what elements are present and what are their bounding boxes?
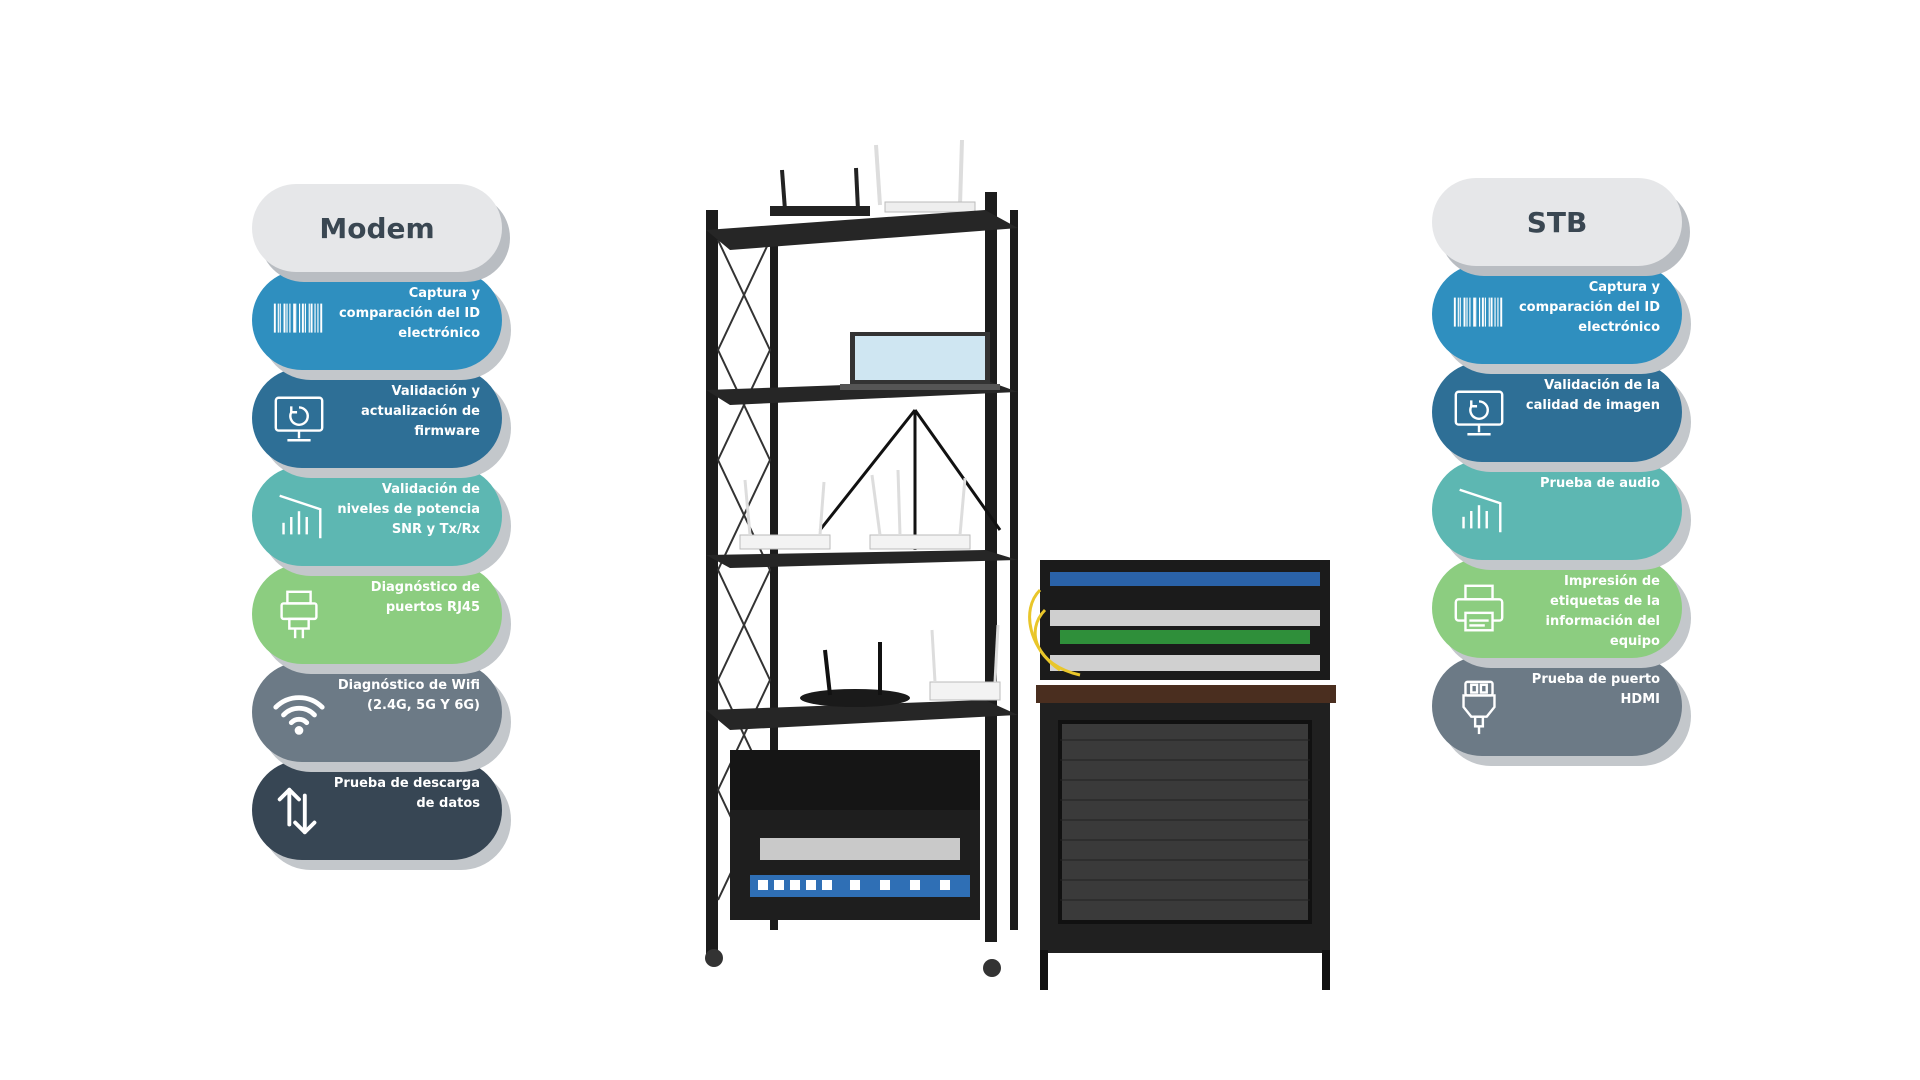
middle-routers [739, 469, 971, 550]
signal-bars-icon [270, 488, 328, 546]
modem-item: Validación de niveles de potencia SNR y … [252, 466, 502, 566]
modem-item-label: Prueba de descarga de datos [333, 776, 480, 811]
bottom-equipment [730, 750, 980, 920]
modem-item-label: Validación de niveles de potencia SNR y … [337, 482, 480, 537]
stb-item: Captura y comparación del ID electrónico [1432, 264, 1682, 364]
top-router [770, 206, 870, 216]
tripod [818, 409, 1002, 550]
stb-item: Prueba de audio [1432, 460, 1682, 560]
stb-title: STB [1526, 205, 1588, 239]
modem-item-label: Validación y actualización de firmware [361, 384, 480, 439]
modem-item: Prueba de descarga de datos [252, 760, 502, 860]
laptop [840, 332, 1000, 390]
stb-item-label: Prueba de puerto HDMI [1531, 672, 1660, 707]
modem-item: Captura y comparación del ID electrónico [252, 270, 502, 370]
monitor-refresh-icon [270, 390, 328, 448]
stb-item: Prueba de puerto HDMI [1432, 656, 1682, 756]
hdmi-icon [1450, 678, 1508, 736]
modem-title: Modem [319, 211, 435, 245]
wheels [705, 949, 1001, 977]
stb-item-label: Validación de la calidad de imagen [1525, 378, 1660, 413]
stb-item: Validación de la calidad de imagen [1432, 362, 1682, 462]
printer-icon [1450, 580, 1508, 638]
stb-item-label: Captura y comparación del ID electrónico [1518, 280, 1660, 335]
modem-column: Modem Captura y comparación del ID elect… [252, 184, 502, 860]
monitor-refresh-icon [1450, 384, 1508, 442]
modem-item: Diagnóstico de puertos RJ45 [252, 564, 502, 664]
stb-items: Captura y comparación del ID electrónico… [1432, 264, 1682, 756]
modem-item: Validación y actualización de firmware [252, 368, 502, 468]
modem-item-label: Diagnóstico de Wifi (2.4G, 5G Y 6G) [337, 678, 480, 713]
stb-item: Impresión de etiquetas de la información… [1432, 558, 1682, 658]
modem-items: Captura y comparación del ID electrónico… [252, 270, 502, 860]
barcode-icon [1450, 286, 1508, 344]
modem-item: Diagnóstico de Wifi (2.4G, 5G Y 6G) [252, 662, 502, 762]
lower-routers [800, 624, 1001, 707]
top-antennas [780, 167, 860, 211]
stb-item-label: Prueba de audio [1540, 476, 1660, 491]
right-cabinet [1028, 560, 1336, 990]
test-rack-photo [640, 110, 1340, 1026]
shelves [706, 210, 1018, 730]
stb-column: STB Captura y comparación del ID electró… [1432, 178, 1682, 756]
top-white-router [884, 201, 976, 213]
modem-header: Modem [252, 184, 502, 272]
up-down-arrows-icon [270, 782, 328, 840]
wifi-icon [270, 684, 328, 742]
signal-bars-icon [1450, 482, 1508, 540]
stb-item-label: Impresión de etiquetas de la información… [1545, 574, 1660, 649]
barcode-icon [270, 292, 328, 350]
top-white-antennas [874, 139, 964, 206]
modem-item-label: Diagnóstico de puertos RJ45 [370, 580, 480, 615]
stb-header: STB [1432, 178, 1682, 266]
modem-item-label: Captura y comparación del ID electrónico [338, 286, 480, 341]
rj45-icon [270, 586, 328, 644]
